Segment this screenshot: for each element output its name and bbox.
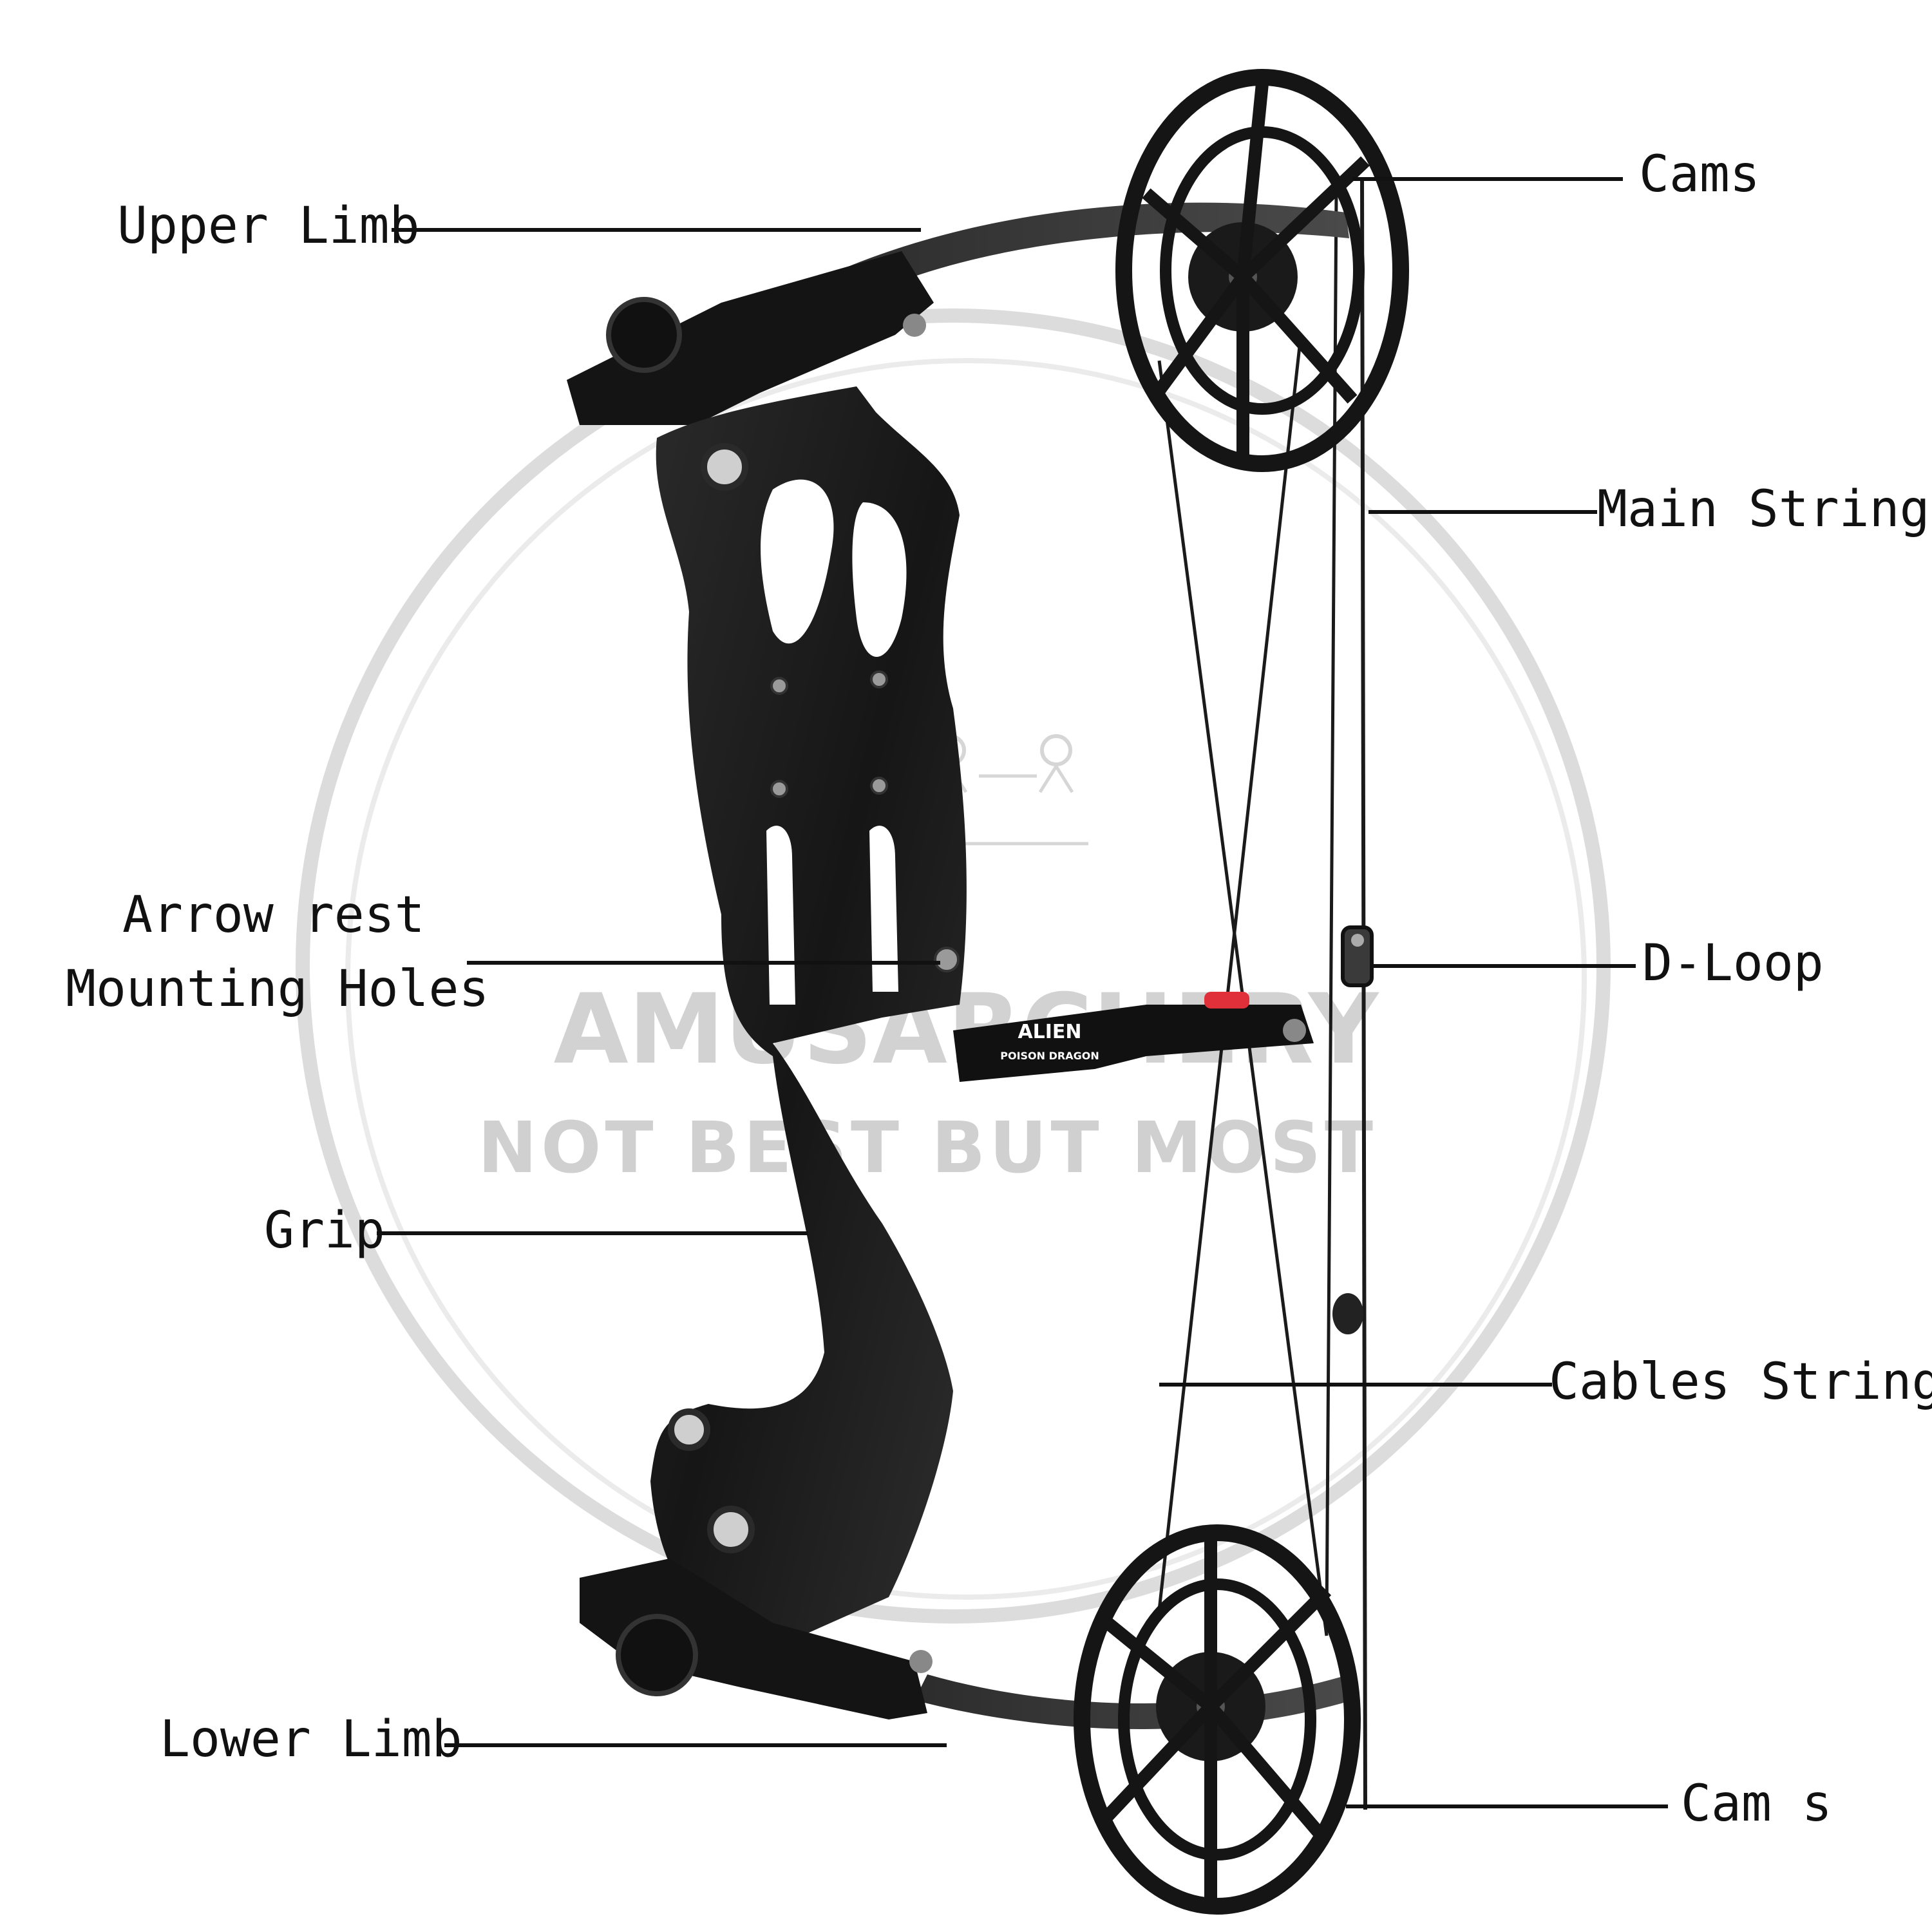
riser-lower-bushing <box>668 1408 710 1451</box>
label-grip: Grip <box>264 1202 385 1260</box>
lower-limb-bolt <box>616 1614 698 1696</box>
lower-limb-pocket <box>580 1558 927 1719</box>
label-main-string: Main String <box>1597 480 1930 538</box>
label-cams-bottom: Cam s <box>1681 1775 1832 1833</box>
watermark-ring-inner <box>345 358 1587 1600</box>
upper-limb-pocket <box>567 251 934 425</box>
label-d-loop: D-Loop <box>1642 934 1824 992</box>
riser-cutouts <box>761 479 907 1005</box>
lower-cam <box>1074 1524 1361 1915</box>
model-mark: POISON DRAGON <box>1000 1050 1099 1062</box>
label-lower-limb: Lower Limb <box>160 1710 462 1768</box>
main-string <box>1360 176 1367 1810</box>
lower-limb <box>914 1674 1352 1729</box>
label-cams-top: Cams <box>1639 146 1760 204</box>
label-cables-string: Cables String <box>1549 1353 1932 1411</box>
string-silencer <box>1332 1293 1363 1334</box>
arrow-rest: ALIEN POISON DRAGON <box>953 992 1314 1082</box>
cable-b <box>1157 334 1303 1611</box>
upper-limb <box>824 202 1349 303</box>
upper-pivot-screw <box>903 314 926 337</box>
riser <box>650 386 967 1649</box>
label-arrow-rest-line1: Arrow rest <box>122 886 425 944</box>
label-arrow-rest-line2: Mounting Holes <box>66 960 489 1018</box>
brand-mark: ALIEN <box>1018 1021 1081 1043</box>
riser-upper-bushing <box>701 443 748 491</box>
label-upper-limb: Upper Limb <box>117 197 420 255</box>
watermark-line2: NOT BEST BUT MOST <box>478 1106 1377 1189</box>
riser-holes <box>770 670 960 972</box>
lower-pivot-screw <box>909 1650 933 1673</box>
riser-grip-bushing <box>707 1506 755 1553</box>
leader-lines <box>377 177 1668 1808</box>
d-loop <box>1341 925 1374 987</box>
buss-cable <box>1325 193 1338 1624</box>
upper-cam <box>1115 69 1409 472</box>
upper-limb-bolt <box>606 297 682 373</box>
